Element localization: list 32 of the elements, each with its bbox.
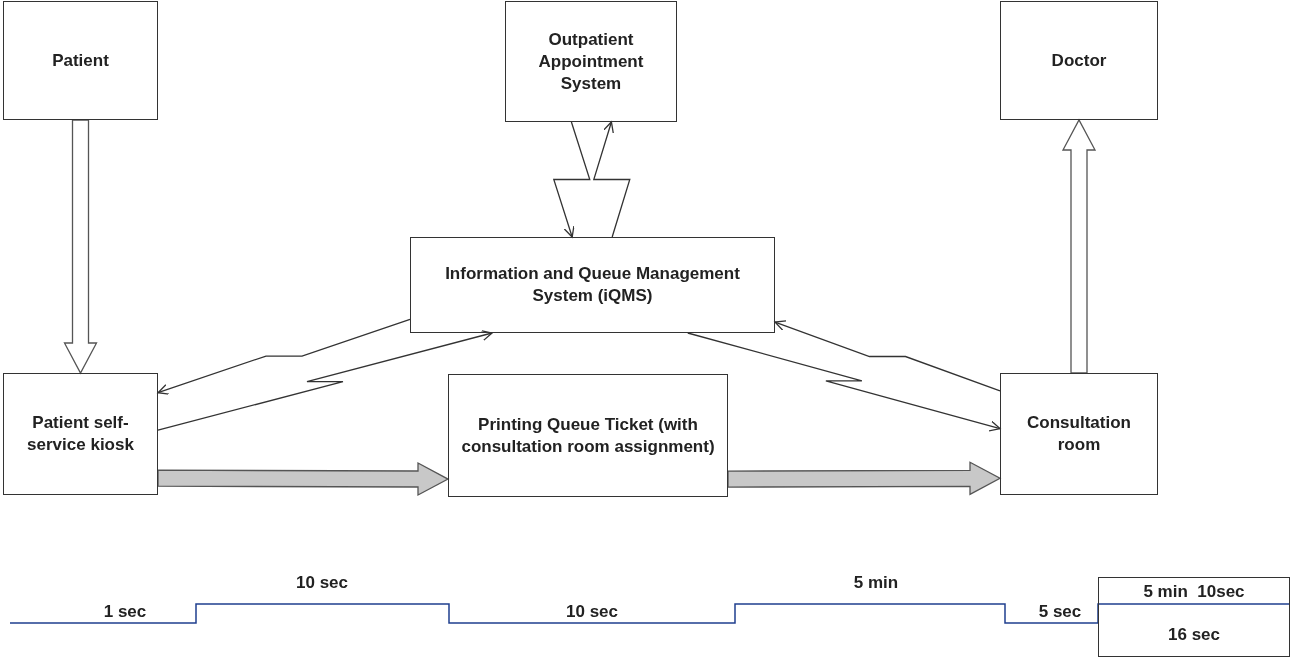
node-text: Consultation room [1026, 412, 1132, 456]
block-arrow [1061, 118, 1097, 374]
block-arrow [157, 461, 450, 497]
node-text: Patient [51, 49, 110, 72]
process-box [1000, 373, 1158, 495]
node-text: Printing Queue Ticket (with consultation room assignment) [460, 413, 716, 458]
duration-label: 10 sec [566, 602, 618, 622]
process-box [448, 374, 728, 497]
system-box [505, 1, 677, 122]
node-text: 16 sec [1167, 624, 1221, 646]
block-arrow [63, 119, 98, 375]
lightning-arrow [552, 121, 591, 238]
node-text: Doctor [1050, 49, 1108, 72]
lightning-arrow [687, 332, 1001, 432]
node-text: 5 min 10sec [1142, 581, 1246, 603]
node-text: Information and Queue Management System (iQMS) [444, 263, 741, 307]
duration-label: 10 sec [296, 573, 348, 593]
node-text: Patient self-service kiosk [26, 412, 135, 456]
lightning-arrow [774, 320, 1001, 392]
lightning-arrow [592, 121, 631, 238]
lightning-arrow [157, 330, 493, 431]
system-box [410, 237, 775, 333]
duration-label: 5 sec [1038, 602, 1082, 622]
kiosk-box [3, 373, 158, 495]
lightning-arrow [157, 318, 411, 395]
duration-label: 1 sec [103, 602, 147, 622]
node-text: Outpatient Appointment System [537, 28, 645, 95]
duration-label: 5 min [853, 573, 899, 593]
block-arrow [727, 461, 1002, 496]
process-box [3, 1, 158, 120]
time-box [1098, 577, 1290, 657]
process-box [1000, 1, 1158, 120]
